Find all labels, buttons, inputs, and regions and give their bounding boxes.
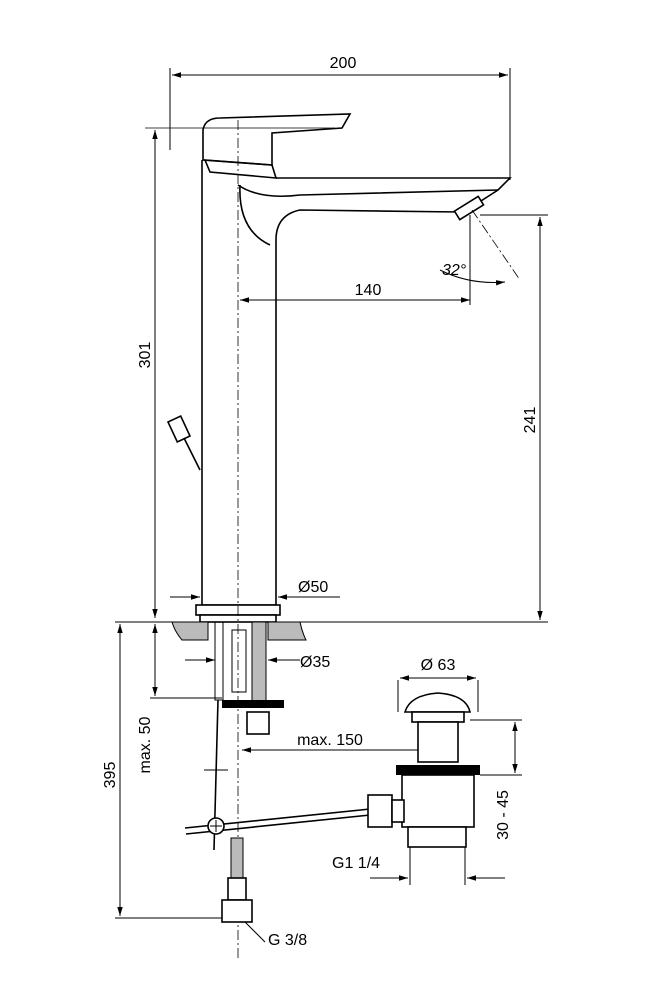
supply-hose: [221, 837, 253, 923]
waste-drain: [367, 692, 480, 848]
label-max-150: max. 150: [297, 732, 363, 749]
dimension-hole-diameter: Ø35: [185, 654, 330, 671]
label-140: 140: [355, 282, 382, 299]
label-30-45: 30 - 45: [495, 790, 512, 840]
dimension-overall-height: 301: [137, 127, 335, 618]
label-241: 241: [522, 407, 539, 434]
label-g1-1-4: G1 1/4: [332, 855, 380, 872]
dimension-deck-thickness: max. 50: [137, 624, 222, 773]
label-max-50: max. 50: [137, 716, 154, 773]
dimension-spout-angle: 32°: [439, 262, 506, 286]
dimension-body-diameter: Ø50: [170, 579, 340, 600]
dimension-rod-distance: max. 150: [242, 732, 430, 753]
countertop-section-right: [267, 621, 307, 641]
label-diameter-63: Ø 63: [421, 657, 456, 674]
mounting-shank: [213, 621, 284, 851]
lever-handle: [202, 113, 352, 179]
dimension-below-deck-length: 395: [102, 624, 225, 919]
dimension-supply-thread: G 3/8: [244, 921, 307, 949]
countertop-section-left: [171, 621, 209, 641]
aerator: [453, 195, 548, 281]
label-200: 200: [330, 55, 357, 72]
label-301: 301: [137, 342, 154, 369]
label-g-3-8: G 3/8: [268, 932, 307, 949]
label-diameter-35: Ø35: [300, 654, 330, 671]
label-diameter-50: Ø50: [298, 579, 328, 596]
label-395: 395: [102, 762, 119, 789]
dimension-spout-reach: 140: [240, 215, 471, 305]
popup-rod-knob: [166, 415, 201, 471]
faucet-body: [195, 160, 512, 623]
label-32-degrees: 32°: [442, 262, 467, 279]
dimension-waste-diameter: Ø 63: [397, 657, 479, 712]
dimension-waste-thread: G1 1/4: [332, 847, 505, 885]
dimension-waste-height: 30 - 45: [470, 719, 522, 840]
dimension-overall-width: 200: [169, 55, 511, 180]
pull-rod: [184, 769, 381, 835]
dimension-spout-height: 241: [522, 217, 543, 620]
